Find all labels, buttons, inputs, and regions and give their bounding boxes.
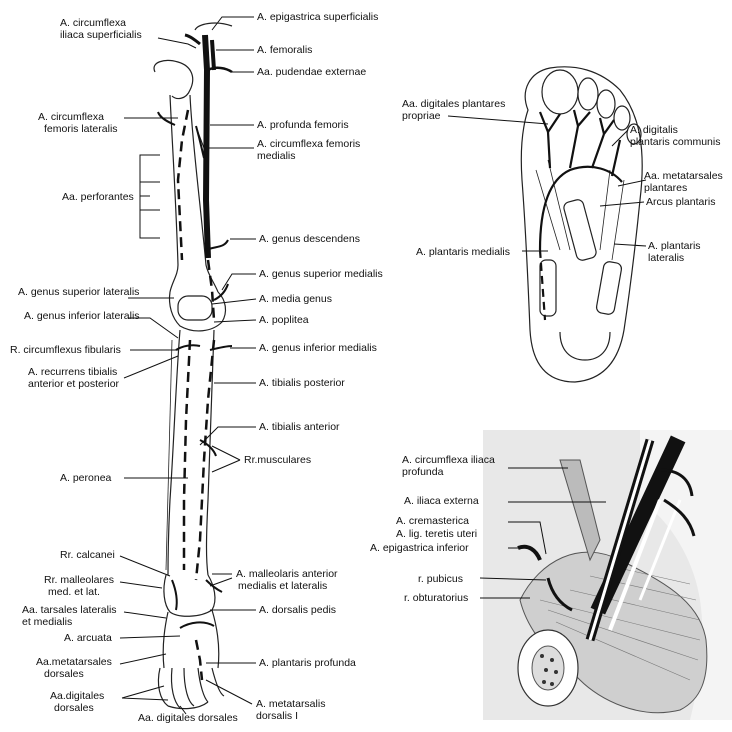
label-genus-inferior-medialis: A. genus inferior medialis xyxy=(259,342,377,354)
label-line: Aa. metatarsales xyxy=(644,170,723,182)
label-line: profunda xyxy=(402,466,444,478)
label-plantaris-profunda: A. plantaris profunda xyxy=(259,657,356,669)
label-line: plantaris communis xyxy=(630,136,721,148)
label-genus-superior-lateralis: A. genus superior lateralis xyxy=(18,286,140,298)
label-line: A. malleolaris anterior xyxy=(236,568,338,580)
label-circumflexus-fibularis: R. circumflexus fibularis xyxy=(10,344,121,356)
label-circumflexa-femoris-medialis: A. circumflexa femoris medialis xyxy=(257,138,360,162)
label-line: et medialis xyxy=(22,616,73,628)
label-metatarsalis-dorsalis: A. metatarsalis dorsalis I xyxy=(256,698,325,722)
label-pudendae-externae: Aa. pudendae externae xyxy=(257,66,367,78)
label-line: dorsalis I xyxy=(256,710,299,722)
label-circumflexa-femoris-lateralis: A. circumflexa femoris lateralis xyxy=(38,111,118,135)
label-poplitea: A. poplitea xyxy=(259,314,309,326)
label-digitales-dorsales-left: Aa.digitales dorsales xyxy=(50,690,104,714)
label-line: dorsales xyxy=(44,668,84,680)
label-recurrens-tibialis: A. recurrens tibialis anterior et poster… xyxy=(28,366,119,390)
label-lig-teretis-uteri: A. lig. teretis uteri xyxy=(396,528,478,540)
label-line: A. circumflexa xyxy=(60,17,126,29)
label-malleolares: Rr. malleolares med. et lat. xyxy=(44,574,114,598)
label-line: dorsales xyxy=(54,702,94,714)
label-line: propriae xyxy=(402,110,441,122)
pelvis-panel xyxy=(483,430,732,720)
label-obturatorius: r. obturatorius xyxy=(404,592,469,604)
label-line: A. circumflexa femoris xyxy=(257,138,361,150)
deep-arteries xyxy=(176,109,216,681)
label-tibialis-anterior: A. tibialis anterior xyxy=(259,421,340,433)
label-plantaris-lateralis: A. plantaris lateralis xyxy=(648,240,701,264)
label-tibialis-posterior: A. tibialis posterior xyxy=(259,377,345,389)
label-arcus-plantaris: Arcus plantaris xyxy=(646,196,716,208)
label-epigastrica-inferior: A. epigastrica inferior xyxy=(370,542,469,554)
label-line: Aa. digitales plantares xyxy=(402,98,506,110)
label-line: Aa.digitales xyxy=(50,690,105,702)
label-genus-descendens: A. genus descendens xyxy=(259,233,360,245)
label-line: A. plantaris xyxy=(648,240,701,252)
label-malleolaris-anterior: A. malleolaris anterior medialis et late… xyxy=(236,568,338,592)
label-line: iliaca superficialis xyxy=(60,29,142,41)
label-line: Aa. tarsales lateralis xyxy=(22,604,117,616)
label-line: medialis et lateralis xyxy=(238,580,328,592)
label-epigastrica-superficialis: A. epigastrica superficialis xyxy=(257,11,379,23)
femoral-artery xyxy=(184,33,233,259)
label-dorsalis-pedis: A. dorsalis pedis xyxy=(259,604,337,616)
plantar-foot-illustration xyxy=(520,66,643,383)
label-line: lateralis xyxy=(648,252,685,264)
label-line: plantares xyxy=(644,182,688,194)
label-metatarsales-plantares: Aa. metatarsales plantares xyxy=(644,170,723,194)
label-arcuata: A. arcuata xyxy=(64,632,112,644)
leader-lines xyxy=(119,16,647,715)
label-pubicus: r. pubicus xyxy=(418,573,463,585)
label-media-genus: A. media genus xyxy=(259,293,332,305)
label-line: A. circumflexa iliaca xyxy=(402,454,495,466)
label-line: femoris lateralis xyxy=(44,123,118,135)
label-iliaca-externa: A. iliaca externa xyxy=(404,495,479,507)
leg-illustration xyxy=(153,22,233,710)
label-line: Rr. malleolares xyxy=(44,574,115,586)
label-line: A. recurrens tibialis xyxy=(28,366,118,378)
label-peronea: A. peronea xyxy=(60,472,112,484)
label-line: medialis xyxy=(257,150,296,162)
label-digitales-plantares-propriae: Aa. digitales plantares propriae xyxy=(402,98,505,122)
label-metatarsales-dorsales: Aa.metatarsales dorsales xyxy=(36,656,112,680)
label-line: A. metatarsalis xyxy=(256,698,326,710)
label-genus-superior-medialis: A. genus superior medialis xyxy=(259,268,383,280)
label-genus-inferior-lateralis: A. genus inferior lateralis xyxy=(24,310,140,322)
label-line: A. circumflexa xyxy=(38,111,104,123)
label-line: anterior et posterior xyxy=(28,378,120,390)
label-tarsales: Aa. tarsales lateralis et medialis xyxy=(22,604,117,628)
branch-arteries xyxy=(157,111,233,629)
label-circumflexa-iliaca-profunda: A. circumflexa iliaca profunda xyxy=(402,454,495,478)
label-line: Aa.metatarsales xyxy=(36,656,112,668)
label-calcanei: Rr. calcanei xyxy=(60,549,115,561)
label-perforantes: Aa. perforantes xyxy=(62,191,134,203)
label-profunda-femoris: A. profunda femoris xyxy=(257,119,349,131)
label-line: med. et lat. xyxy=(48,586,100,598)
label-digitalis-plantaris-communis: A. digitalis plantaris communis xyxy=(630,124,720,148)
plantar-arteries xyxy=(538,109,623,321)
label-line: A. digitalis xyxy=(630,124,678,136)
label-digitales-dorsales-bottom: Aa. digitales dorsales xyxy=(138,712,238,724)
label-circumflexa-iliaca-superficialis: A. circumflexa iliaca superficialis xyxy=(60,17,142,41)
label-plantaris-medialis: A. plantaris medialis xyxy=(416,246,510,258)
label-musculares: Rr.musculares xyxy=(244,454,312,466)
label-cremasterica: A. cremasterica xyxy=(396,515,469,527)
label-femoralis: A. femoralis xyxy=(257,44,313,56)
